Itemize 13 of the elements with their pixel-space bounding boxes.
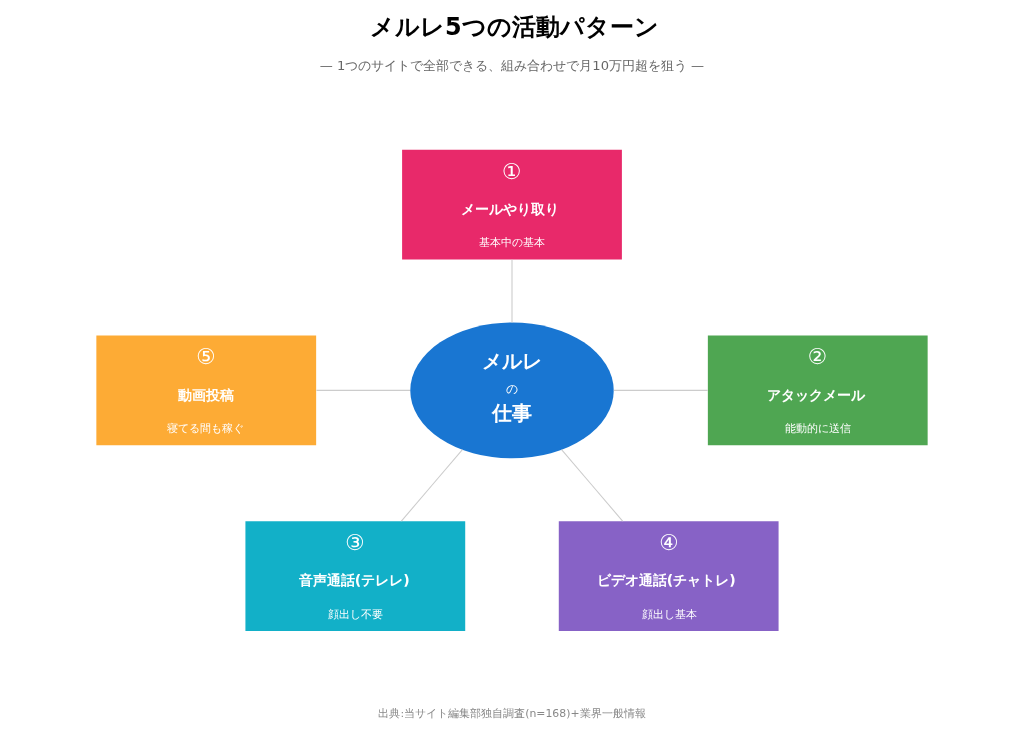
connector <box>315 389 411 391</box>
node-ellipse: メルレ の 仕事 <box>410 322 614 459</box>
connector <box>400 449 463 522</box>
diagram-title: メルレ5つの活動パターン <box>370 13 659 42</box>
connector <box>613 389 709 391</box>
node-box: ② アタックメール 能動的に送信 <box>707 335 928 446</box>
connector <box>561 449 624 522</box>
label: — 1つのサイトで全部できる、組み合わせで月10万円超を狙う — <box>319 58 705 74</box>
node-box: ③ 音声通話(テレレ) 顔出し不要 <box>245 521 466 632</box>
node-box: ① メールやり取り 基本中の基本 <box>402 149 622 260</box>
node-box: ⑤ 動画投稿 寝てる間も稼ぐ <box>96 335 317 446</box>
node-box: ④ ビデオ通話(チャトレ) 顔出し基本 <box>558 521 779 632</box>
caption: 出典:当サイト編集部独自調査(n=168)+業界一般情報 <box>378 706 646 720</box>
